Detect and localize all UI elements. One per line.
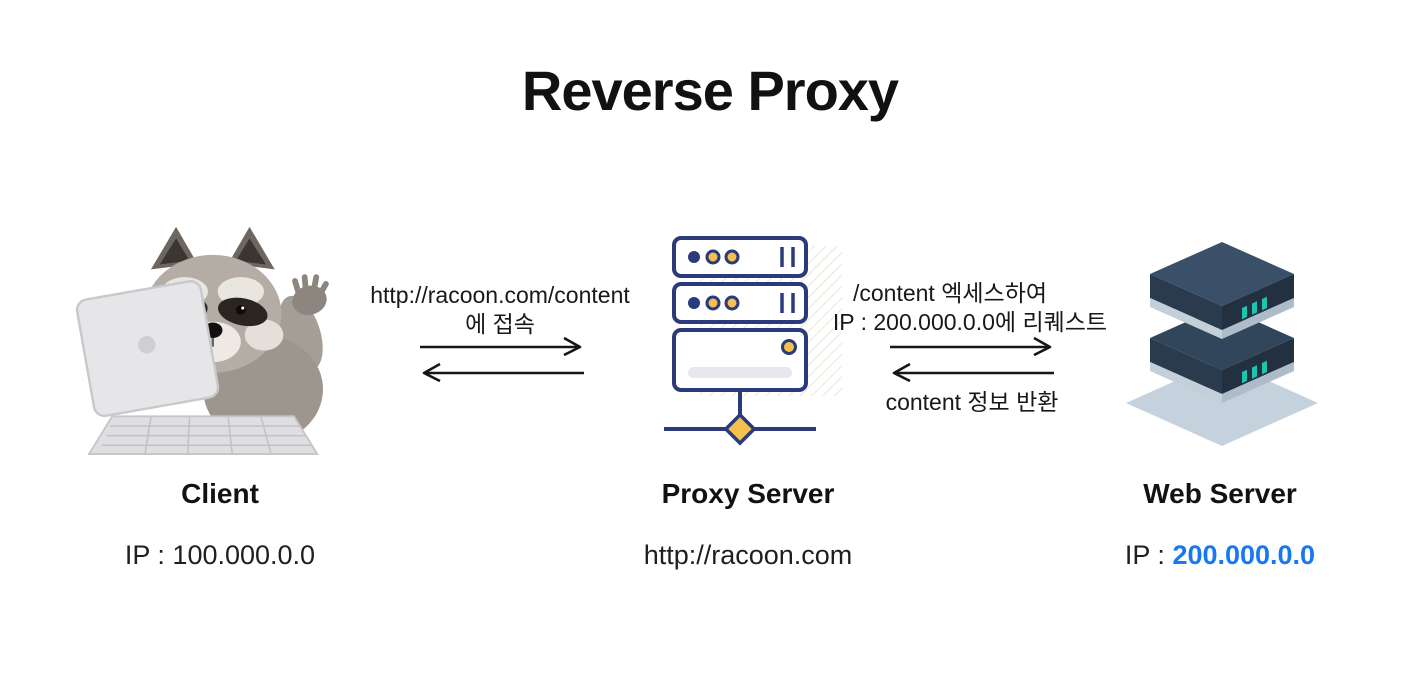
raccoon-laptop-icon [75,226,329,455]
page-title: Reverse Proxy [521,59,899,122]
client-to-proxy-request-line1: http://racoon.com/content [370,282,630,308]
arrow-proxy-to-web [888,336,1056,356]
proxy-server-figure [658,232,844,456]
arrow-proxy-to-client [418,362,586,382]
web-server-figure [1122,236,1322,446]
web-server-ip: IP : 200.000.0.0 [1070,540,1370,571]
proxy-to-web-request-line2: IP : 200.000.0.0에 리퀘스트 [832,309,1108,335]
web-server-label: Web Server [1143,478,1297,509]
client-to-proxy-request-line2: 에 접속 [465,311,535,337]
proxy-label: Proxy Server [661,478,835,509]
client-figure [62,212,352,464]
proxy-server-icon [664,236,842,446]
proxy-url: http://racoon.com [643,540,853,570]
client-ip: IP : 100.000.0.0 [124,540,316,570]
web-server-icon [1126,242,1318,446]
web-server-ip-prefix: IP : [1124,540,1173,570]
arrow-client-to-proxy [418,336,586,356]
arrow-web-to-proxy [888,362,1056,382]
client-label: Client [181,478,259,509]
web-to-proxy-response-label: content 정보 반환 [885,389,1059,415]
web-server-ip-value: 200.000.0.0 [1172,540,1316,570]
proxy-to-web-request-line1: /content 엑세스하여 [852,280,1048,306]
